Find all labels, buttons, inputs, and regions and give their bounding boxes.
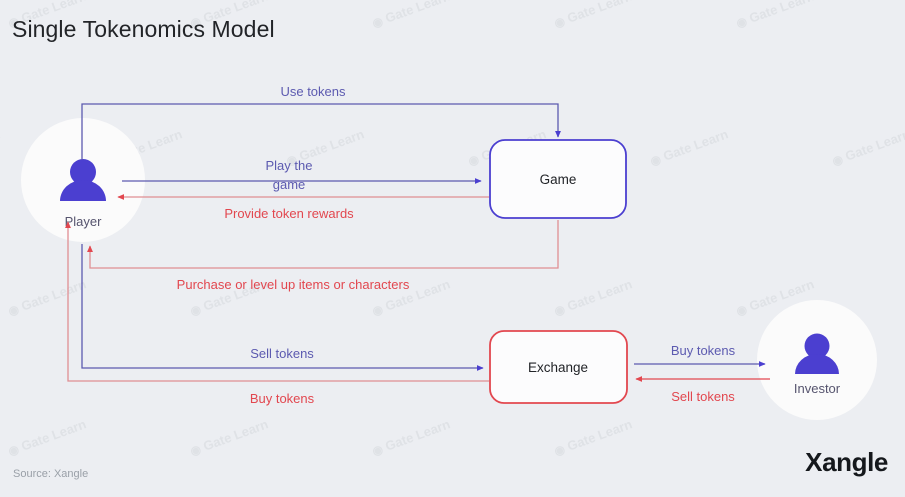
edge-provide-token-rewards-label: Provide token rewards <box>224 206 354 221</box>
edge-sell-tokens-exchange-line <box>81 244 484 371</box>
edge-play-the-game-label-line1: Play the <box>266 158 313 173</box>
node-game[interactable]: Game <box>489 139 627 219</box>
investor-label: Investor <box>794 381 841 396</box>
edge-play-the-game: Play the game <box>122 158 482 192</box>
exchange-box <box>489 330 628 404</box>
node-player[interactable]: Player <box>21 118 145 242</box>
edge-provide-token-rewards: Provide token rewards <box>117 194 489 221</box>
edge-purchase-items-label: Purchase or level up items or characters <box>177 277 410 292</box>
edge-buy-tokens-player-label: Buy tokens <box>250 391 315 406</box>
edge-buy-tokens-player-line <box>65 221 489 382</box>
node-investor[interactable]: Investor <box>757 300 877 420</box>
edge-purchase-items-line <box>87 220 559 269</box>
edge-sell-tokens-exchange-label: Sell tokens <box>250 346 314 361</box>
source-note: Source: Xangle <box>13 468 89 480</box>
edge-use-tokens: Use tokens <box>81 84 561 160</box>
brand-logo: Xangle <box>805 447 888 477</box>
player-avatar-icon <box>60 159 106 201</box>
edge-buy-tokens-player: Buy tokens <box>65 221 489 406</box>
edge-buy-tokens-investor: Buy tokens <box>634 343 766 367</box>
investor-avatar-icon <box>795 333 839 374</box>
page-title: Single Tokenomics Model <box>12 16 275 42</box>
game-label: Game <box>540 172 577 187</box>
player-label: Player <box>65 214 103 229</box>
edge-use-tokens-label: Use tokens <box>280 84 346 99</box>
edge-sell-tokens-exchange: Sell tokens <box>81 244 484 371</box>
exchange-label: Exchange <box>528 360 588 375</box>
edge-play-the-game-label-line2: game <box>273 177 306 192</box>
edge-use-tokens-line <box>81 103 561 160</box>
node-exchange[interactable]: Exchange <box>489 330 628 404</box>
edge-purchase-items: Purchase or level up items or characters <box>87 220 559 292</box>
game-box <box>489 139 627 219</box>
edge-buy-tokens-investor-label: Buy tokens <box>671 343 736 358</box>
edge-sell-tokens-investor: Sell tokens <box>635 376 770 404</box>
edge-sell-tokens-investor-label: Sell tokens <box>671 389 735 404</box>
